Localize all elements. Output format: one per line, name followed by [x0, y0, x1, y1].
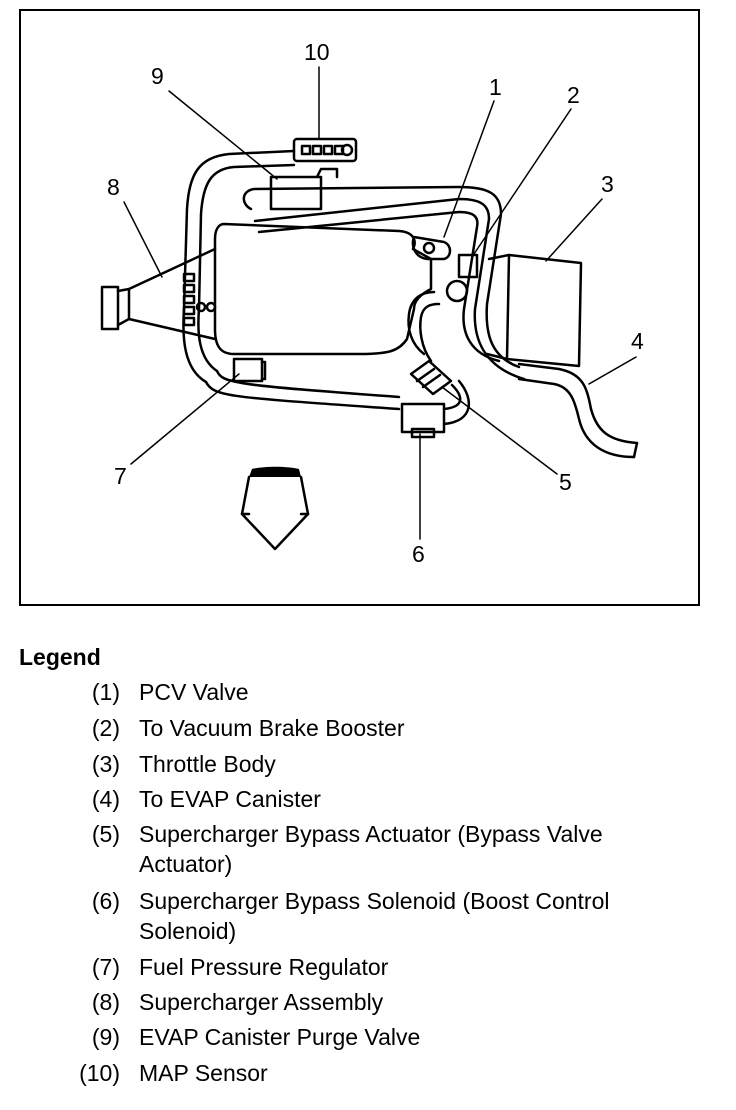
purge-line-inner	[253, 197, 526, 381]
callout-8: 8	[107, 174, 120, 200]
inlet-flange	[100, 285, 120, 331]
purge-line-outer	[242, 185, 521, 369]
supercharger-body	[213, 222, 433, 356]
callout-10: 10	[304, 39, 330, 65]
legend-item-number: (6)	[91, 888, 120, 914]
mounting-studs	[182, 272, 217, 327]
legend-item-text: PCV Valve	[139, 679, 249, 705]
legend-item-number: (1)	[91, 679, 120, 705]
engine-vacuum-diagram: 1 2 3 4 5 6 7 8 9 10	[100, 39, 644, 567]
legend-item-number: (4)	[91, 786, 120, 812]
solenoid-line-bottom	[215, 369, 401, 399]
callout-4: 4	[631, 328, 644, 354]
legend-item-number: (5)	[91, 821, 120, 847]
bypass-actuator	[407, 290, 453, 396]
diagram-frame	[19, 9, 700, 606]
evap-canister-line-end	[632, 441, 639, 459]
solenoid-to-actuator	[442, 379, 471, 426]
callout-3: 3	[601, 171, 614, 197]
callout-9: 9	[151, 63, 164, 89]
legend-title: Legend	[19, 644, 101, 670]
evap-purge-valve	[269, 167, 339, 211]
legend-item-text: MAP Sensor	[139, 1060, 268, 1086]
map-sensor	[292, 137, 358, 163]
legend-item-number: (7)	[91, 954, 120, 980]
solenoid-line-top	[204, 380, 401, 411]
leader-lines	[123, 66, 637, 540]
fuel-pressure-regulator-fitting	[260, 360, 267, 381]
pcv-valve	[411, 235, 452, 261]
evap-canister-line-bottom	[517, 377, 636, 459]
inlet-cone	[127, 247, 217, 341]
callout-5: 5	[559, 469, 572, 495]
legend-item-number: (8)	[91, 989, 120, 1015]
legend-item-text: Fuel Pressure Regulator	[139, 954, 389, 980]
legend-item-text: To EVAP Canister	[139, 786, 321, 812]
booster-line	[257, 210, 501, 363]
legend-item-text: Supercharger Bypass Solenoid (Boost Cont…	[139, 888, 610, 944]
front-direction-arrow-head	[249, 466, 301, 477]
legend-item-number: (2)	[91, 715, 120, 741]
inlet-flange-lip	[116, 287, 131, 327]
legend-item-number: (3)	[91, 751, 120, 777]
brake-booster-port	[457, 253, 479, 279]
legend-item-text: To Vacuum Brake Booster	[139, 715, 405, 741]
pcv-valve-port	[422, 241, 436, 255]
legend-item-number: (10)	[79, 1060, 120, 1086]
callout-6: 6	[412, 541, 425, 567]
front-direction-arrow	[240, 475, 310, 551]
bypass-solenoid-cap	[410, 427, 436, 439]
vacuum-hose-outer	[182, 149, 296, 384]
legend-item-text: Supercharger Assembly	[139, 989, 384, 1015]
callout-1: 1	[489, 74, 502, 100]
throttle-body-side	[485, 253, 511, 361]
callout-7: 7	[114, 463, 127, 489]
map-sensor-pins	[300, 143, 354, 157]
legend-item-text: Supercharger Bypass Actuator (Bypass Val…	[139, 821, 603, 877]
callout-2: 2	[567, 82, 580, 108]
vacuum-hose-inner	[197, 163, 296, 373]
throttle-body	[505, 253, 583, 368]
legend-item-text: Throttle Body	[139, 751, 276, 777]
booster-fitting	[445, 279, 469, 303]
legend-item-text: EVAP Canister Purge Valve	[139, 1024, 421, 1050]
fuel-pressure-regulator	[232, 357, 264, 383]
legend-item-number: (9)	[91, 1024, 120, 1050]
bypass-solenoid	[400, 402, 446, 434]
evap-canister-line-top	[517, 362, 639, 445]
